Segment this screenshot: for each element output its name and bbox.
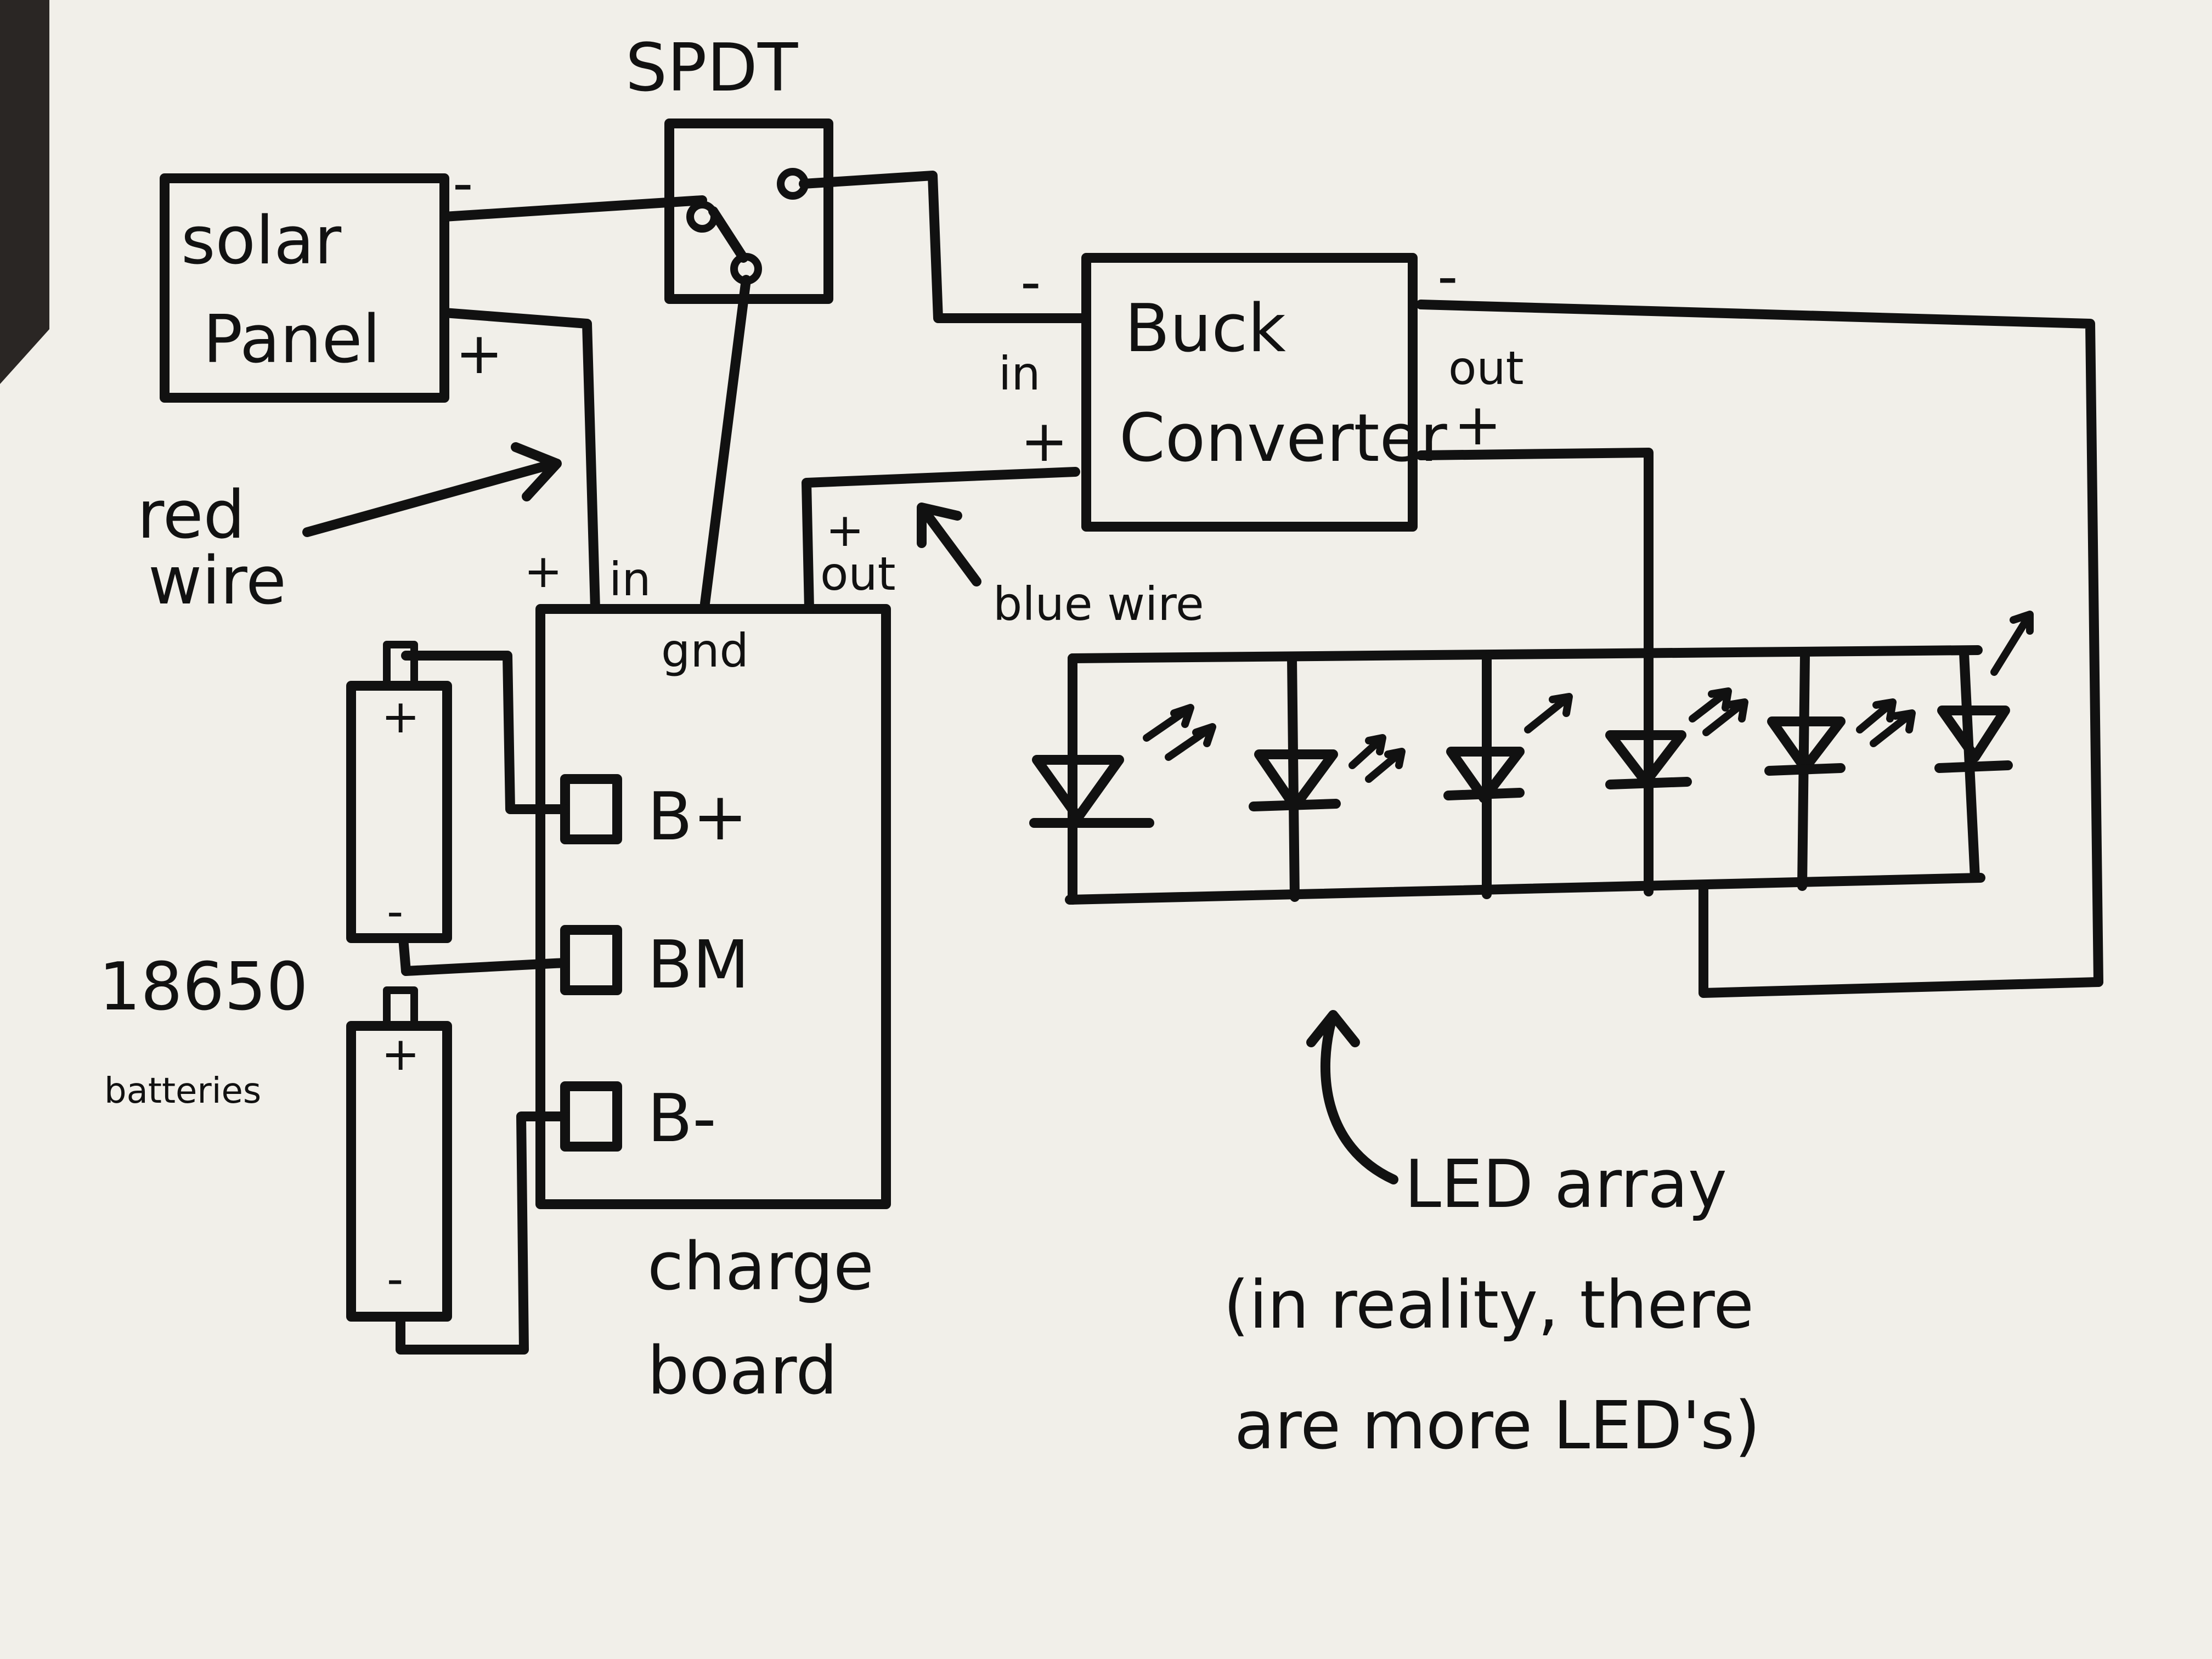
spdt-label: SPDT — [625, 30, 798, 106]
charge-out-plus-terminal: + — [826, 503, 864, 557]
red-wire-arrow — [302, 442, 562, 537]
solar-panel — [160, 173, 449, 403]
batteries-label-line2: batteries — [104, 1071, 261, 1111]
wires — [396, 171, 2103, 1355]
solar-plus-terminal: + — [455, 320, 503, 387]
b-plus-pad-label: B+ — [647, 779, 748, 855]
solar-minus-terminal: - — [453, 150, 473, 217]
led-4 — [1605, 653, 1748, 896]
charge-plus-terminal: + — [524, 544, 562, 598]
charge-in-label: in — [609, 552, 651, 606]
led-6 — [1934, 611, 2034, 883]
charge-board-label-line1: charge — [647, 1229, 874, 1305]
buck-out-label: out — [1448, 341, 1524, 395]
buck-converter — [1081, 253, 1418, 532]
buck-out-plus-terminal: + — [1454, 391, 1502, 458]
buck-in-minus-terminal: - — [1020, 249, 1041, 315]
led-1 — [1029, 653, 1216, 905]
bm-pad-label: BM — [647, 927, 749, 1003]
red-wire-label-line1: red — [137, 477, 245, 554]
led-array — [1065, 645, 2103, 998]
red-wire-label-line2: wire — [148, 543, 286, 619]
battery-bottom-minus: - — [387, 1252, 403, 1306]
spdt-switch — [664, 119, 833, 304]
led-2 — [1249, 653, 1406, 902]
buck-out-minus-terminal: - — [1437, 243, 1458, 310]
charge-out-label: out — [820, 547, 896, 601]
battery-top-plus: + — [381, 690, 420, 743]
b-minus-pad-label: B- — [647, 1081, 716, 1157]
charge-gnd-label: gnd — [661, 624, 749, 678]
led-array-label: LED array — [1404, 1147, 1727, 1223]
blue-wire-arrow — [917, 503, 981, 586]
blue-wire-label: blue wire — [993, 577, 1204, 631]
buck-label-line1: Buck — [1125, 291, 1286, 367]
led-5 — [1764, 651, 1916, 891]
battery-top-minus: - — [387, 884, 403, 938]
led-array-arrow — [1306, 1010, 1398, 1184]
led-array-note-line2: are more LED's) — [1234, 1388, 1760, 1464]
solar-panel-label-line1: solar — [181, 203, 342, 279]
batteries-label-line1: 18650 — [99, 949, 308, 1025]
buck-label-line2: Converter — [1119, 400, 1447, 477]
charge-board-label-line2: board — [647, 1333, 838, 1409]
battery-bottom-plus: + — [381, 1027, 420, 1081]
led-3 — [1443, 653, 1573, 899]
buck-in-label: in — [998, 347, 1041, 400]
buck-in-plus-terminal: + — [1020, 408, 1068, 475]
led-array-note-line1: (in reality, there — [1223, 1267, 1754, 1344]
solar-panel-label-line2: Panel — [203, 302, 381, 378]
